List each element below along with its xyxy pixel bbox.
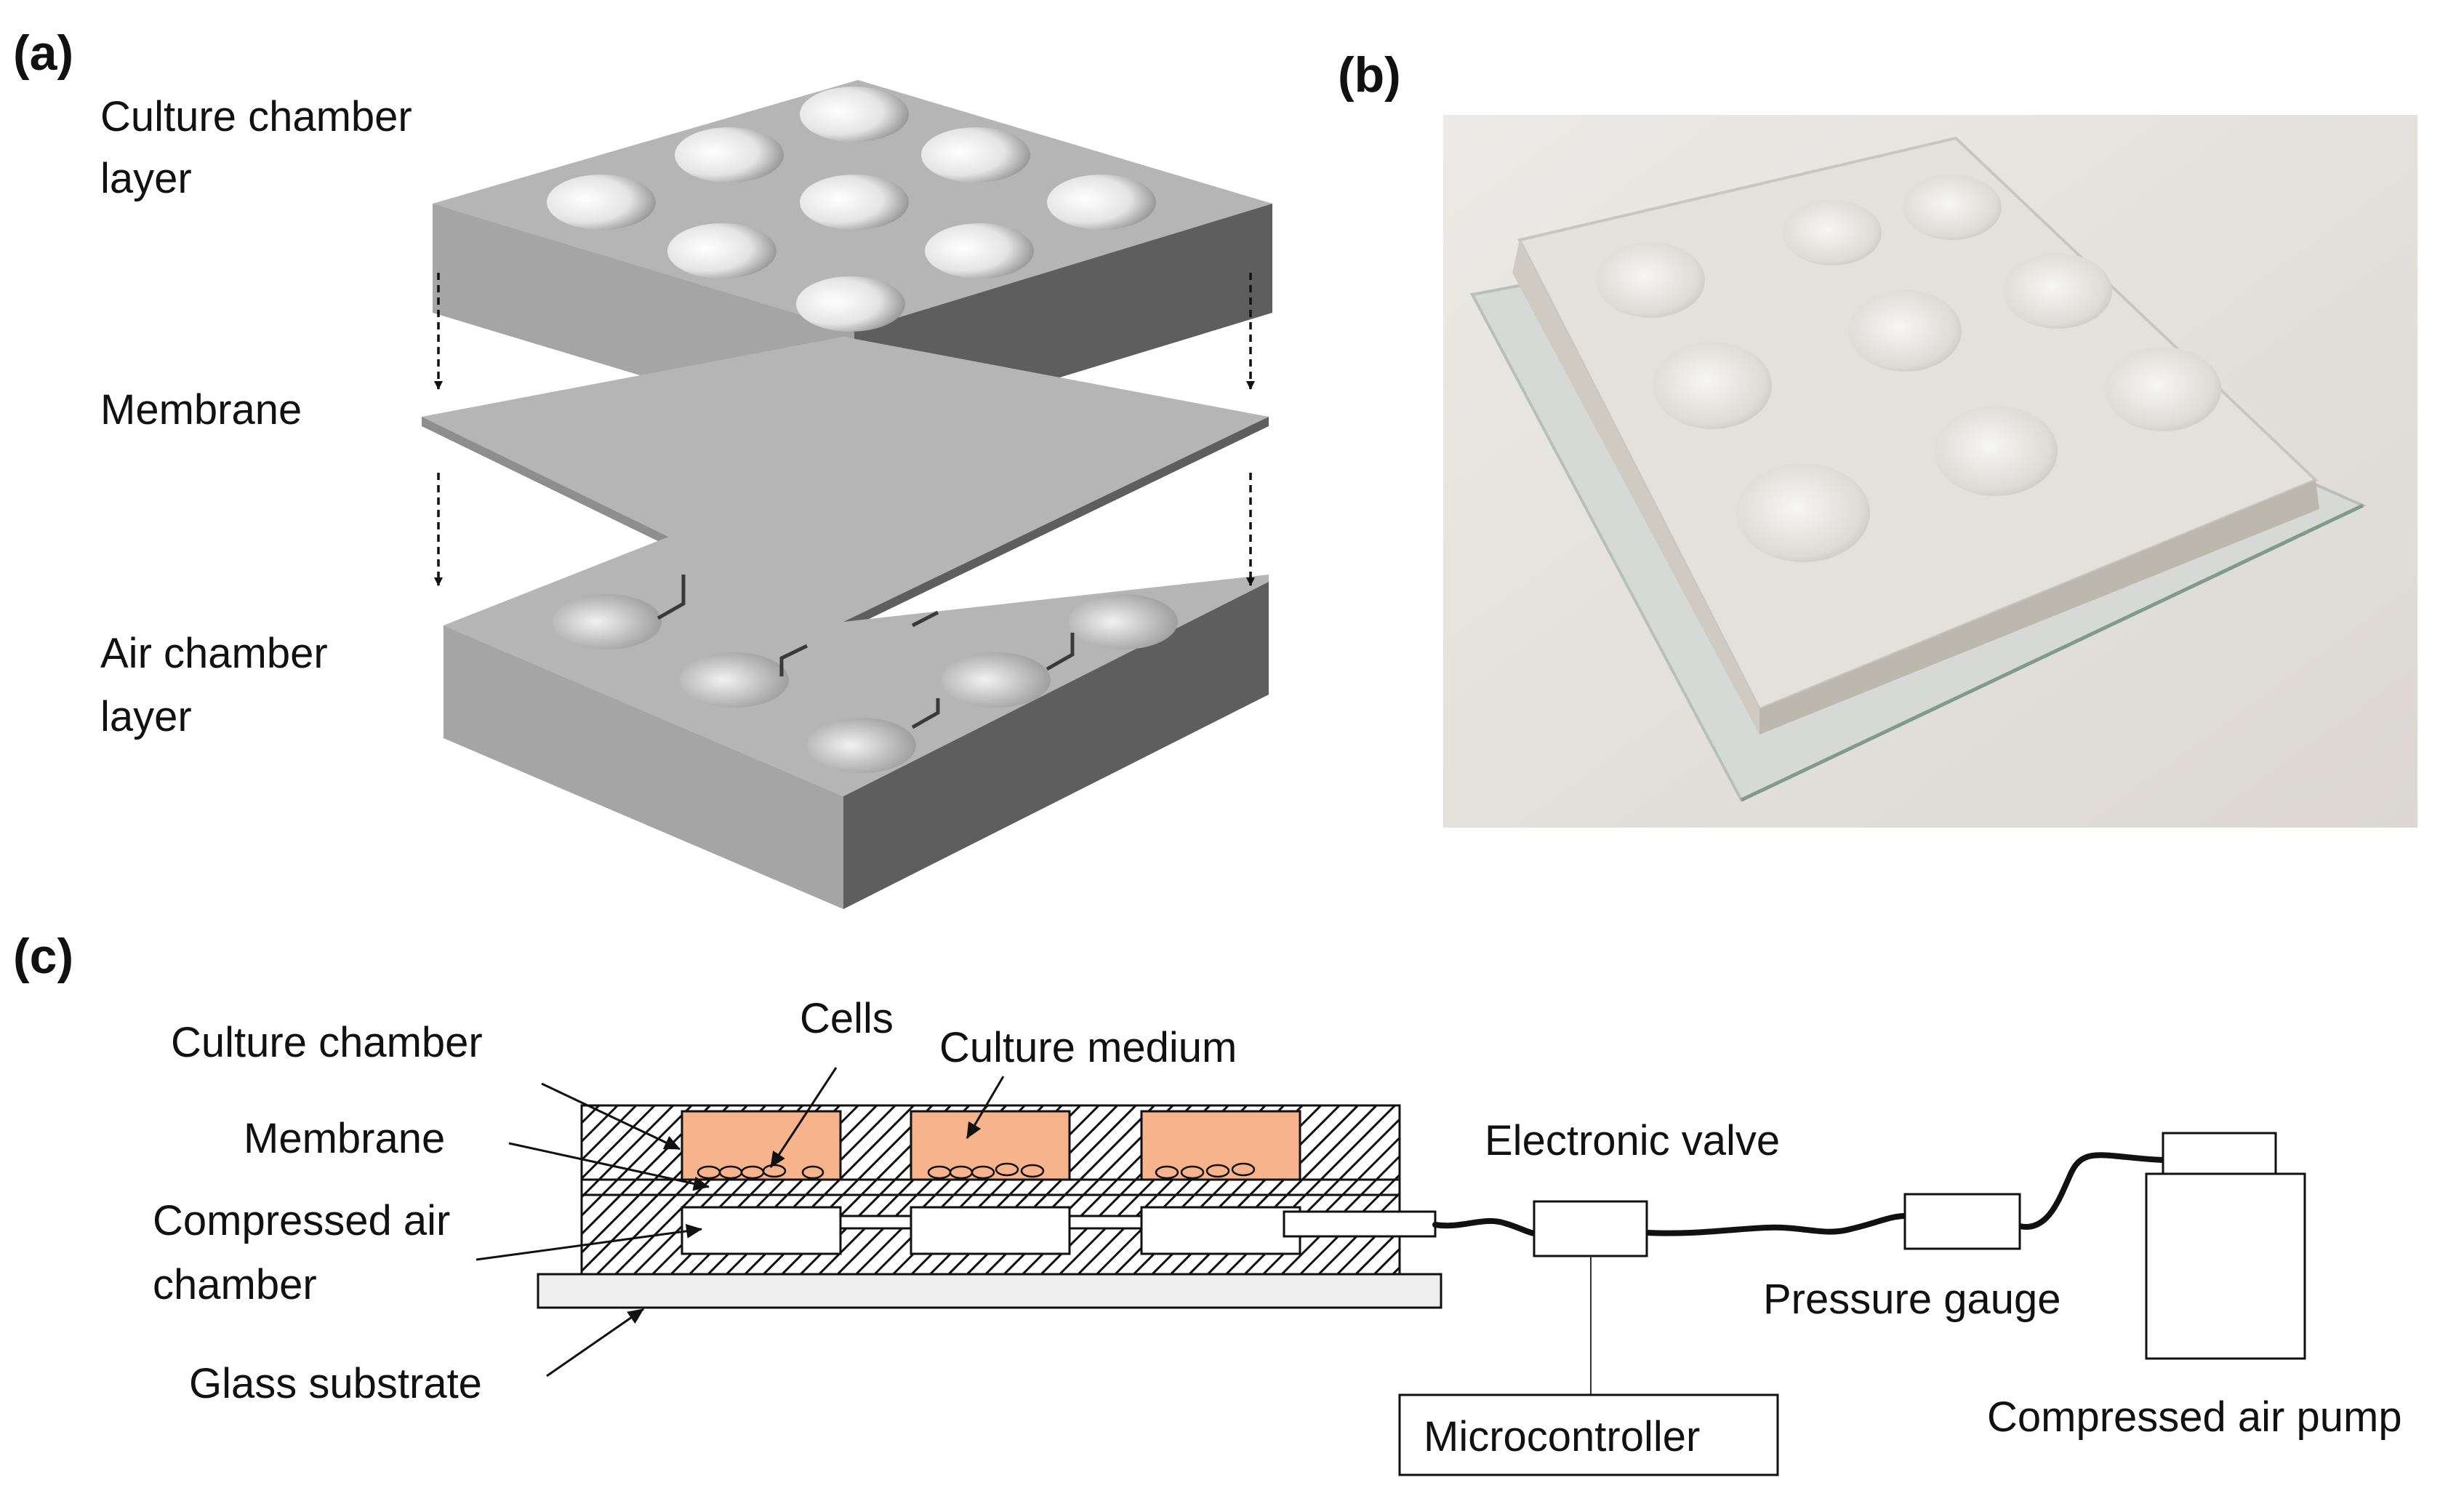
photo-well xyxy=(1596,242,1705,318)
air-channel xyxy=(839,1215,912,1230)
pressure-gauge-box xyxy=(1903,1193,2021,1250)
culture-chamber-layer-label-1: Culture chamber xyxy=(100,93,412,140)
cell xyxy=(697,1165,721,1180)
photo-wells xyxy=(1596,175,2221,562)
photo-well xyxy=(1903,175,2002,240)
electronic-valve-label: Electronic valve xyxy=(1485,1117,1780,1164)
culture-well xyxy=(675,127,784,183)
culture-well xyxy=(925,223,1034,279)
panel-a-label: (a) xyxy=(13,25,73,81)
photo-well xyxy=(2003,253,2112,329)
cells-label: Cells xyxy=(800,995,894,1042)
air-well xyxy=(942,652,1051,708)
air-chamber-layer-label-2: layer xyxy=(100,693,192,740)
membrane-arrow xyxy=(508,1142,710,1191)
compressed-air-pump-label: Compressed air pump xyxy=(1987,1393,2402,1441)
glass-substrate-label: Glass substrate xyxy=(189,1360,482,1407)
device-photo xyxy=(1443,115,2417,828)
photo-device-front xyxy=(1512,240,1759,735)
air-chamber-layer-label-1: Air chamber xyxy=(100,630,328,677)
air-channels xyxy=(657,575,1075,729)
cell xyxy=(1231,1162,1256,1177)
photo-well xyxy=(2105,347,2221,431)
air-tubing xyxy=(1432,1152,2166,1236)
panel-a-labels: Culture chamber layer Membrane Air chamb… xyxy=(100,93,412,740)
culture-medium-arrow xyxy=(966,1076,1005,1139)
cell xyxy=(762,1164,787,1178)
cell xyxy=(927,1165,952,1180)
cell xyxy=(971,1165,995,1180)
culture-well xyxy=(667,223,776,279)
photo-well xyxy=(1653,342,1772,429)
culture-well xyxy=(796,276,905,332)
air-inlet-tube xyxy=(1283,1210,1437,1238)
air-chamber xyxy=(681,1206,842,1255)
air-chamber xyxy=(1140,1206,1301,1255)
culture-chamber-layer-label-2: layer xyxy=(100,155,192,202)
culture-chamber-arrow xyxy=(541,1082,681,1151)
cell xyxy=(1205,1164,1230,1178)
cell xyxy=(995,1162,1019,1177)
air-well xyxy=(680,652,789,708)
culture-wells xyxy=(547,87,1156,332)
air-well xyxy=(807,718,916,773)
air-wells xyxy=(553,594,1178,773)
compressed-air-chamber-label-2: chamber xyxy=(153,1261,317,1308)
air-layer-top xyxy=(444,531,1269,796)
panel-c-labels: Cells Culture chamber Culture medium Mem… xyxy=(153,995,2402,1460)
photo-well xyxy=(1848,290,1962,372)
cell xyxy=(801,1165,824,1180)
air-chamber-layer xyxy=(444,531,1269,909)
culture-well xyxy=(547,175,656,230)
culture-chamber-layer xyxy=(433,80,1272,440)
culture-well xyxy=(1047,175,1156,230)
panel-c-label: (c) xyxy=(13,929,73,984)
pump-head xyxy=(2162,1132,2277,1175)
microcontroller-box xyxy=(1398,1393,1779,1476)
culture-chamber-label: Culture chamber xyxy=(171,1019,483,1066)
air-well xyxy=(1069,594,1178,649)
air-channel xyxy=(1068,1215,1143,1230)
cell xyxy=(949,1165,974,1180)
photo-well xyxy=(1783,200,1882,265)
tube-to-gauge xyxy=(1644,1213,1908,1236)
photo-well xyxy=(1736,463,1870,562)
cells-arrow xyxy=(769,1067,838,1168)
membrane-label-a: Membrane xyxy=(100,386,302,433)
air-layer-front xyxy=(444,625,843,909)
panel-b-label: (b) xyxy=(1338,47,1401,103)
callout-arrows xyxy=(475,1067,1005,1377)
compressed-air-pump-box xyxy=(2145,1172,2306,1360)
tube-to-valve xyxy=(1432,1218,1537,1236)
membrane-side xyxy=(843,417,1269,631)
culture-well xyxy=(921,127,1030,183)
glass-substrate xyxy=(537,1273,1442,1309)
microcontroller-label: Microcontroller xyxy=(1424,1413,1700,1460)
glass-substrate-arrow xyxy=(546,1308,644,1377)
photo-well xyxy=(1934,406,2058,496)
electronic-valve-box xyxy=(1533,1200,1648,1257)
air-chamber xyxy=(910,1206,1071,1255)
membrane-label-c: Membrane xyxy=(244,1115,445,1162)
culture-medium-label: Culture medium xyxy=(939,1024,1237,1071)
assembly-arrows xyxy=(434,273,1255,586)
culture-well xyxy=(800,175,909,230)
cell xyxy=(740,1165,765,1180)
cell xyxy=(1020,1164,1045,1178)
compressed-air-chamber-arrow xyxy=(475,1223,702,1261)
photo-glass-edge xyxy=(1740,503,2364,802)
air-well xyxy=(553,594,662,649)
compressed-air-chamber-label-1: Compressed air xyxy=(153,1197,450,1244)
air-chambers-section xyxy=(681,1206,1437,1255)
cell xyxy=(1155,1165,1179,1180)
cell xyxy=(718,1165,743,1180)
photo-device-side xyxy=(1759,480,2319,735)
air-layer-side xyxy=(843,582,1269,909)
cell xyxy=(1180,1165,1205,1180)
culture-well xyxy=(800,87,909,142)
tube-to-pump xyxy=(2017,1152,2166,1230)
pressure-gauge-label: Pressure gauge xyxy=(1763,1276,2060,1323)
membrane-top xyxy=(422,337,1269,622)
